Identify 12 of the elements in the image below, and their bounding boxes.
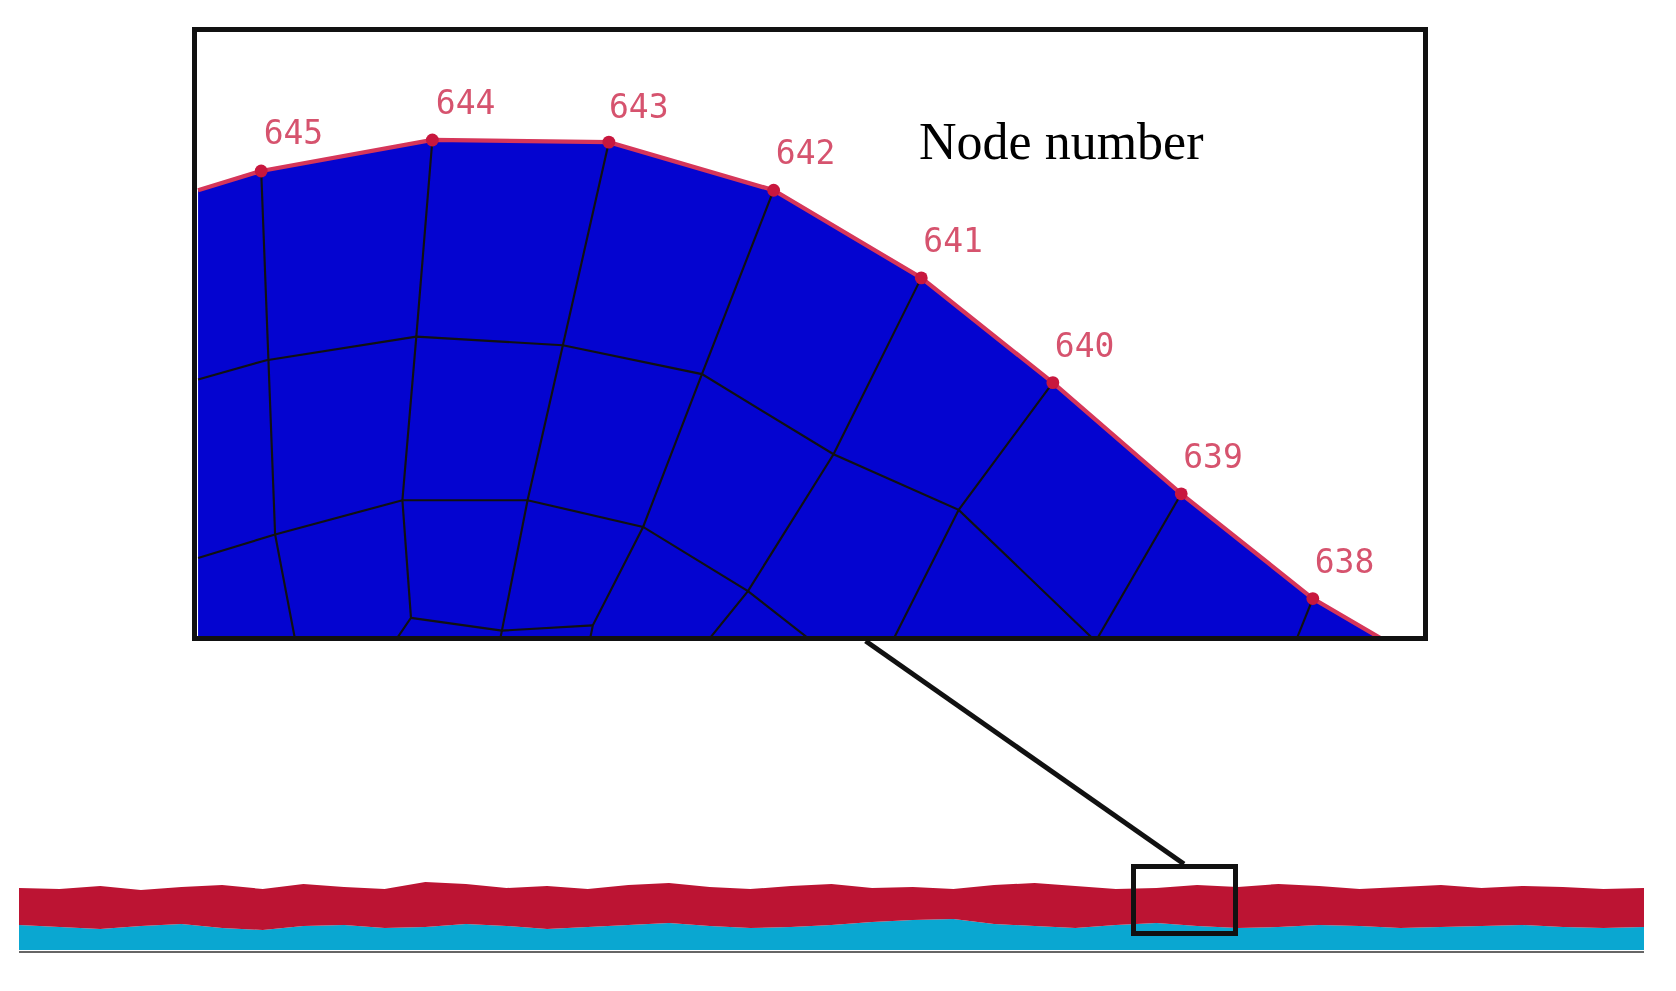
node-number: 644 [435, 85, 496, 119]
node-number: 639 [1183, 439, 1243, 473]
node-number: 643 [609, 90, 669, 124]
node-number: 642 [775, 136, 836, 170]
node-number: 640 [1054, 328, 1115, 362]
node-number: 641 [923, 223, 983, 257]
zoom-inset [192, 27, 1428, 641]
node-number: 638 [1314, 544, 1375, 578]
zoom-line [864, 638, 1186, 867]
node-number: 645 [263, 115, 324, 149]
inset-title: Node number [919, 116, 1204, 168]
zoom-box [1131, 864, 1238, 936]
